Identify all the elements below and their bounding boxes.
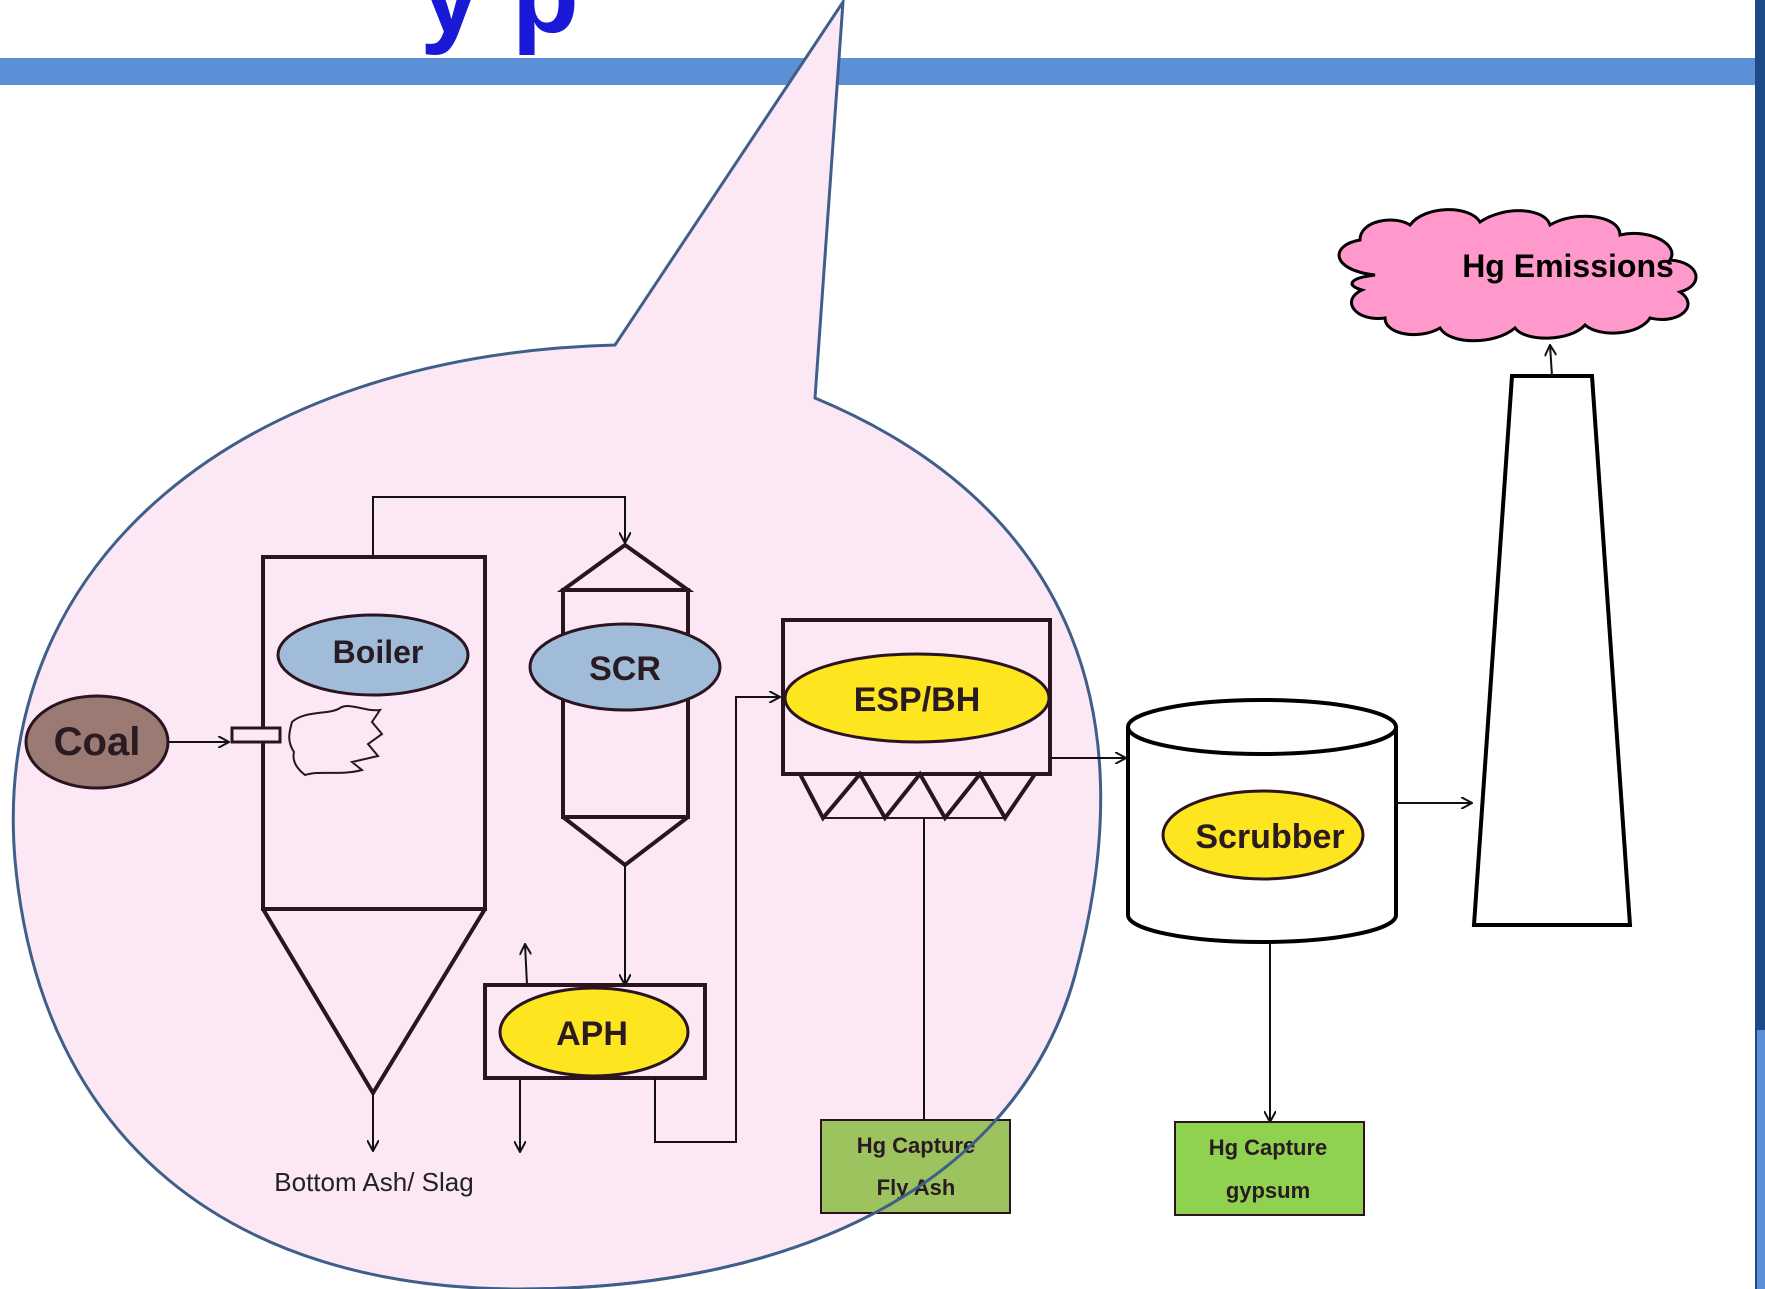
scrubber-label: Scrubber xyxy=(1195,818,1344,856)
flow-lines xyxy=(168,345,1552,1152)
scr-label: SCR xyxy=(589,650,661,688)
scr-node xyxy=(528,622,722,712)
aph-label: APH xyxy=(556,1015,628,1053)
esp-node xyxy=(783,652,1051,744)
fly-ash-label-1: Hg Capture xyxy=(857,1133,976,1158)
esp-hoppers xyxy=(798,770,1037,822)
gypsum-box xyxy=(1174,1121,1365,1216)
esp-label: ESP/BH xyxy=(854,681,981,719)
boiler-label: Boiler xyxy=(333,634,424,670)
coal-label: Coal xyxy=(54,720,141,764)
aph-node xyxy=(498,986,690,1078)
flame-icon xyxy=(288,705,384,777)
coal-node xyxy=(24,694,170,790)
callout-edge-overlay xyxy=(519,974,1077,1289)
bottom-ash-label: Bottom Ash/ Slag xyxy=(274,1167,473,1197)
scrubber-node xyxy=(1161,789,1365,881)
right-edge-frame xyxy=(1755,0,1765,1289)
right-edge-accent xyxy=(1757,1030,1765,1289)
header-banner xyxy=(0,58,1755,85)
emissions-label: Hg Emissions xyxy=(1462,248,1674,284)
burner xyxy=(230,726,282,744)
emissions-cloud xyxy=(1337,208,1698,343)
aph-box xyxy=(483,983,707,1080)
gypsum-label-1: Hg Capture xyxy=(1209,1135,1328,1160)
fly-ash-box xyxy=(820,1119,1011,1214)
stack xyxy=(1471,374,1633,927)
title-fragment: y p xyxy=(420,0,579,56)
gypsum-label-2: gypsum xyxy=(1226,1178,1310,1203)
boiler-node xyxy=(276,613,470,697)
